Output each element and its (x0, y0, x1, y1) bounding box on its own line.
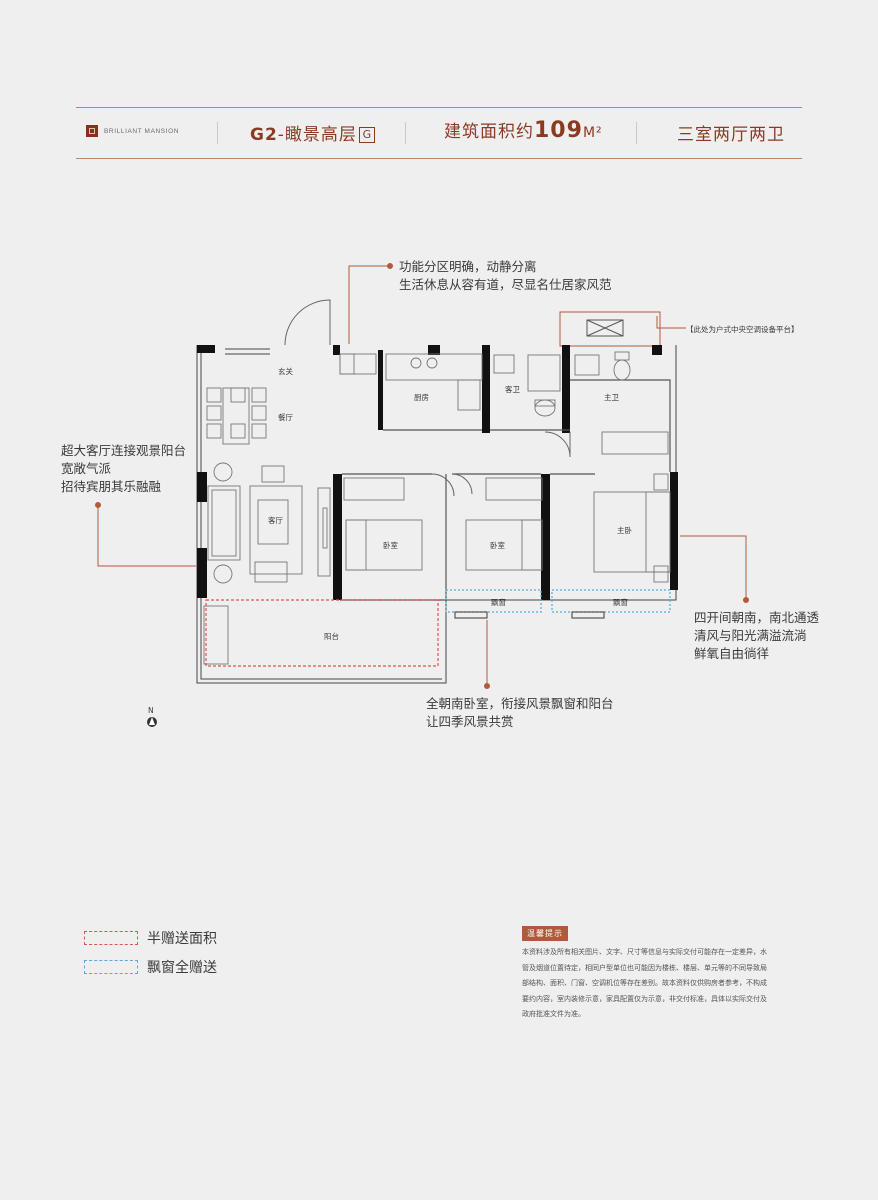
unit-name: -瞰景高层 (277, 125, 357, 145)
master-toilet (613, 359, 631, 381)
ac-platform (559, 311, 661, 347)
walls (197, 345, 678, 600)
callout-bottom-line: 全朝南卧室，衔接风景飘窗和阳台 (426, 696, 614, 711)
leader-left (97, 505, 196, 567)
bedroom-a-door (431, 473, 455, 497)
leader-top (348, 265, 390, 344)
room-label-bedroom-a: 卧室 (383, 541, 398, 550)
layout-text: 三室两厅两卫 (677, 125, 785, 145)
bay-door (451, 473, 473, 495)
leader-right-dot (743, 597, 749, 603)
header-separator (217, 122, 218, 144)
room-label-guest-bath: 客卫 (505, 385, 520, 394)
area-value: 109 (534, 118, 583, 143)
callout-left-line: 宽敞气派 (61, 461, 112, 476)
header-top-rule (76, 107, 802, 108)
tips-body: 本资料涉及所有相关图片、文字、尺寸等信息与实际交付可能存在一定差异，水 管及烟道… (522, 945, 800, 1023)
compass-label: N (148, 706, 154, 715)
header-separator (405, 122, 406, 144)
leader-right (680, 535, 747, 600)
doors (284, 299, 571, 497)
leader-lines (95, 263, 749, 689)
brand-logo: BRILLIANT MANSION (86, 125, 179, 137)
room-label-master-bedroom: 主卧 (617, 526, 632, 535)
tips-box: 温馨提示 本资料涉及所有相关图片、文字、尺寸等信息与实际交付可能存在一定差异，水… (522, 921, 800, 1023)
area-title: 建筑面积约109M² (444, 117, 603, 143)
room-label-dining: 餐厅 (278, 413, 293, 422)
living-rug (249, 485, 303, 575)
callout-right-line: 四开间朝南，南北通透 (694, 610, 820, 625)
guest-toilet (534, 399, 556, 417)
legend-bay-gift: 飘窗全赠送 (84, 957, 217, 977)
master-basin (574, 354, 600, 376)
leader-top-dot (387, 263, 393, 269)
callout-left: 超大客厅连接观景阳台 宽敞气派 招待宾朋其乐融融 (61, 442, 186, 496)
callout-top-line: 生活休息从容有道，尽显名仕居家风范 (399, 277, 612, 292)
room-label-bay-a: 飘窗 (491, 598, 506, 607)
master-bed (593, 491, 671, 573)
interior-walls (205, 379, 671, 667)
legend-bay-gift-label: 飘窗全赠送 (147, 960, 217, 976)
leader-bottom-dot (484, 683, 490, 689)
callout-left-line: 招待宾朋其乐融融 (61, 479, 162, 494)
legend-bay-gift-swatch (84, 960, 138, 974)
wardrobe-a (343, 477, 405, 501)
callout-left-line: 超大客厅连接观景阳台 (61, 443, 187, 458)
callout-top: 功能分区明确，动静分离 生活休息从容有道，尽显名仕居家风范 (399, 258, 612, 294)
leader-left-dot (95, 502, 101, 508)
room-label-entrance: 玄关 (278, 367, 293, 376)
tips-line: 本资料涉及所有相关图片、文字、尺寸等信息与实际交付可能存在一定差异，水 (522, 948, 767, 956)
room-label-balcony: 阳台 (324, 632, 339, 641)
tips-title: 温馨提示 (522, 926, 568, 941)
wardrobe-b (485, 477, 543, 501)
brand-logo-icon (86, 125, 98, 137)
callout-right: 四开间朝南，南北通透 清风与阳光满溢流淌 鲜氧自由徜徉 (694, 609, 819, 663)
layout-title: 三室两厅两卫 (677, 120, 785, 145)
compass-icon (147, 717, 157, 727)
coffee-table (257, 499, 289, 545)
tips-line: 要约内容，室内装修示意，家具配置仅为示意，非交付标准，具体以实际交付及 (522, 994, 767, 1003)
tips-line: 政府批准文件为准。 (522, 1010, 585, 1018)
unit-badge: G (358, 127, 375, 143)
legend-half-gift-label: 半赠送面积 (147, 931, 217, 947)
leader-ac (656, 316, 686, 329)
room-label-master-bath: 主卫 (604, 393, 619, 402)
tips-line: 部结构、面积、门窗、空调机位等存在差别。故本资料仅供购房者参考，不构成 (522, 979, 767, 987)
legend-half-gift-swatch (84, 931, 138, 945)
callout-top-line: 功能分区明确，动静分离 (399, 259, 537, 274)
sofa (207, 485, 241, 561)
header-bottom-rule (76, 158, 802, 159)
callout-bottom-line: 让四季风景共赏 (426, 714, 514, 729)
guest-basin (493, 354, 515, 374)
entry-door (284, 299, 331, 346)
callout-bottom: 全朝南卧室，衔接风景飘窗和阳台 让四季风景共赏 (426, 695, 614, 731)
master-wardrobe (601, 431, 669, 455)
fridge (339, 353, 355, 375)
tips-line: 管及烟道位置待定，相同户型单位也可能因为楼栋、楼层、单元等的不同导致局 (522, 963, 767, 972)
tv-cabinet (317, 487, 331, 577)
furniture (203, 351, 671, 665)
room-label-bedroom-b: 卧室 (490, 541, 505, 550)
room-label-bay-b: 飘窗 (613, 598, 628, 607)
callout-right-line: 鲜氧自由徜徉 (694, 646, 770, 661)
header-separator (636, 122, 637, 144)
callout-ac-platform: 【此处为户式中央空调设备平台】 (686, 325, 799, 334)
brand-name: BRILLIANT MANSION (104, 127, 180, 135)
area-unit: M² (582, 125, 603, 141)
callout-right-line: 清风与阳光满溢流淌 (694, 628, 807, 643)
guest-bath-door (544, 431, 571, 458)
unit-prefix: G2 (250, 125, 278, 145)
room-label-living: 客厅 (268, 516, 283, 525)
room-label-kitchen: 厨房 (414, 393, 429, 402)
legend-half-gift: 半赠送面积 (84, 928, 217, 948)
kitchen-counter (385, 353, 483, 381)
area-label: 建筑面积约 (444, 122, 534, 142)
